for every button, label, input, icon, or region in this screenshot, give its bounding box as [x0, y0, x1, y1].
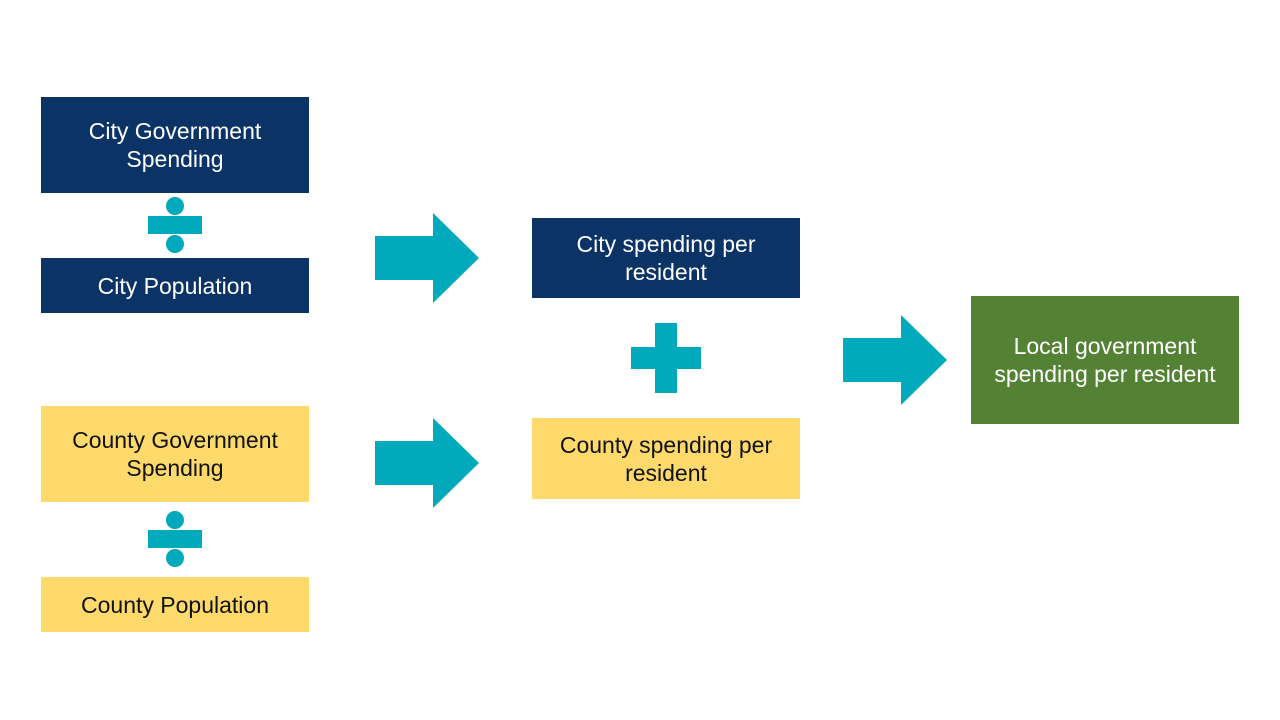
county-population-label: County Population: [81, 591, 269, 618]
arrow-right-icon: [375, 418, 479, 508]
plus-icon: [631, 323, 701, 393]
local-government-spending-per-resident-box: Local government spending per resident: [971, 296, 1239, 424]
county-spending-per-resident-label: County spending per resident: [559, 431, 773, 486]
local-government-spending-per-resident-label: Local government spending per resident: [994, 333, 1216, 387]
arrow-right-icon: [375, 213, 479, 303]
county-government-spending-label: County Government Spending: [72, 427, 278, 481]
city-government-spending-box: City Government Spending: [41, 97, 309, 193]
city-government-spending-label: City Government Spending: [88, 118, 262, 172]
city-spending-per-resident-box: City spending per resident: [532, 218, 800, 298]
county-government-spending-box: County Government Spending: [41, 406, 309, 502]
city-population-label: City Population: [97, 272, 253, 299]
arrow-right-icon: [843, 315, 947, 405]
county-population-box: County Population: [41, 577, 309, 632]
city-population-box: City Population: [41, 258, 309, 313]
divide-icon: [148, 511, 202, 567]
divide-icon: [148, 197, 202, 253]
city-spending-per-resident-label: City spending per resident: [576, 231, 756, 285]
county-spending-per-resident-box: County spending per resident: [532, 418, 800, 499]
